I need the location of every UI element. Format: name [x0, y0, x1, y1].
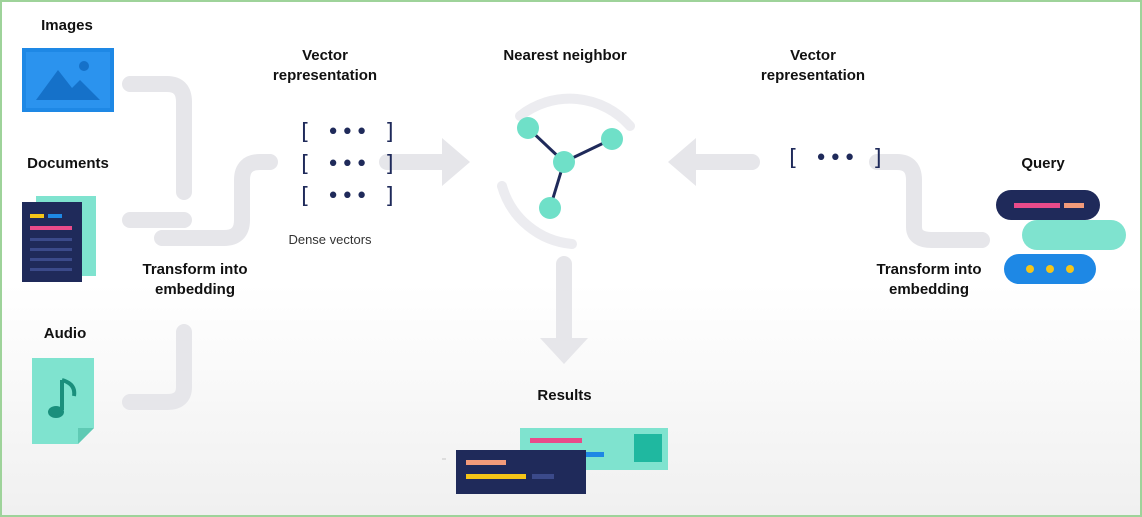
transform-label-left: Transform into embedding [142, 261, 248, 298]
arrowhead-left [442, 138, 470, 186]
results-cards-icon [442, 428, 668, 494]
connector-audio [122, 324, 192, 410]
dense-vectors-label: Dense vectors [288, 232, 372, 247]
nearest-neighbor-label: Nearest neighbor [503, 47, 627, 64]
neighbor-graph-icon [497, 93, 635, 249]
vector-row-1: [ ••• ] [298, 120, 398, 145]
audio-file-icon [32, 358, 94, 444]
vector-title-left: Vector representation [272, 47, 378, 84]
connector-embed-up [154, 154, 278, 246]
image-icon [22, 48, 114, 112]
transform-label-right: Transform into embedding [876, 261, 982, 298]
arrowhead-down [540, 338, 588, 364]
vector-row-2: [ ••• ] [298, 152, 398, 177]
vector-title-right: Vector representation [760, 47, 866, 84]
connector-images [122, 76, 192, 200]
results-label: Results [537, 387, 592, 404]
documents-label: Documents [27, 155, 109, 172]
document-icon [22, 196, 96, 282]
images-label: Images [41, 17, 93, 34]
audio-label: Audio [43, 325, 87, 342]
arrowhead-right [668, 138, 696, 186]
query-label: Query [1021, 155, 1065, 172]
connector-query [869, 154, 990, 248]
query-stack-icon [996, 190, 1126, 284]
query-vector: [ ••• ] [786, 146, 886, 171]
vector-row-3: [ ••• ] [298, 184, 398, 209]
